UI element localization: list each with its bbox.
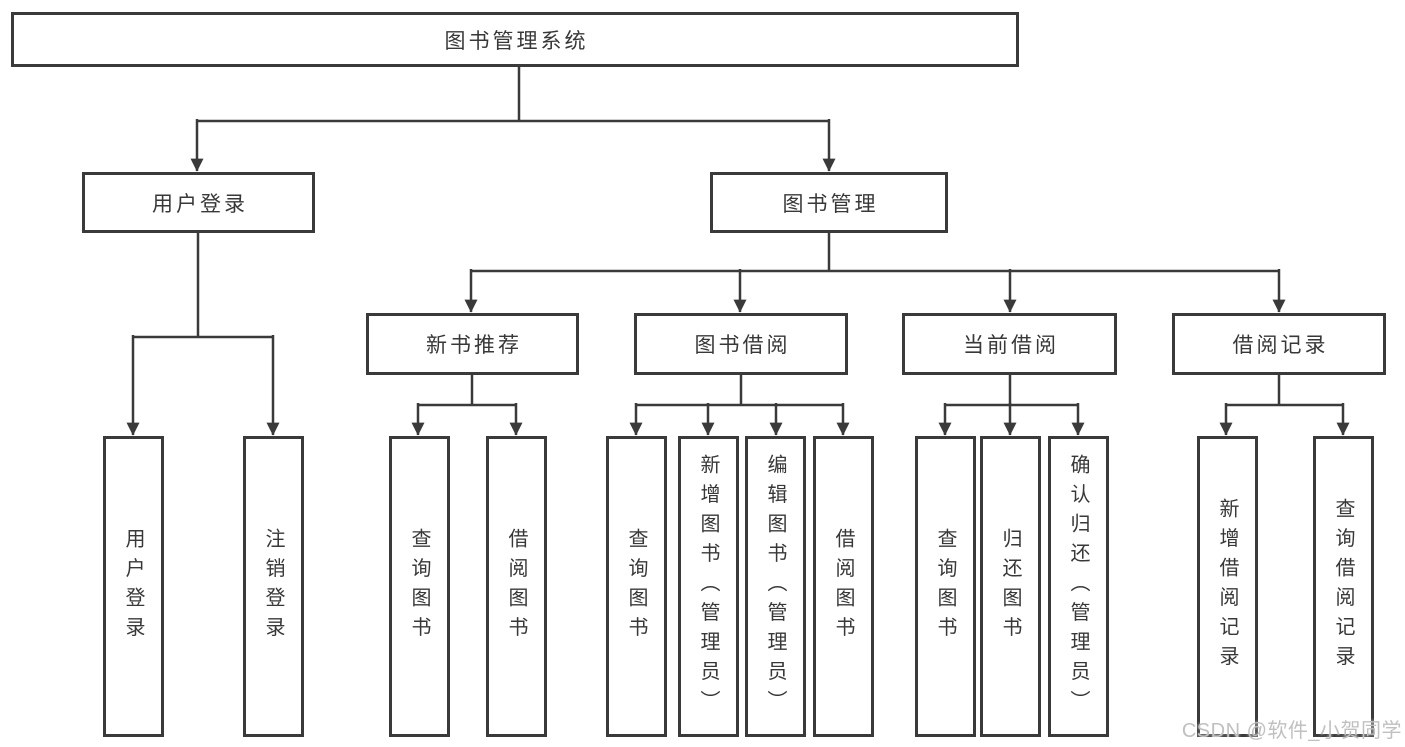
leaf-user-login: 用户登录 [103, 436, 164, 737]
node-borrow-records: 借阅记录 [1172, 313, 1386, 375]
node-label: 新书推荐 [426, 334, 522, 357]
node-label: 用户登录 [152, 192, 248, 216]
leaf-query-books-borrowing: 查询图书 [606, 436, 667, 737]
node-book-management: 图书管理 [710, 172, 948, 233]
node-label: 图书管理系统 [444, 29, 589, 53]
leaf-label: 归还图书 [999, 527, 1021, 646]
leaf-label: 查询借阅记录 [1332, 498, 1354, 675]
leaf-add-borrow-record: 新增借阅记录 [1197, 436, 1258, 737]
leaf-query-books-recommend: 查询图书 [389, 436, 450, 737]
node-label: 图书借阅 [694, 334, 791, 357]
leaf-label: 用户登录 [122, 527, 144, 646]
node-library-system: 图书管理系统 [11, 12, 1019, 67]
leaf-label: 借阅图书 [505, 527, 527, 646]
leaf-edit-book-admin: 编辑图书（管理员） [745, 436, 806, 737]
node-label: 图书管理 [782, 192, 879, 216]
leaf-label: 确认归还（管理员） [1067, 453, 1089, 720]
leaf-borrow-books: 借阅图书 [813, 436, 874, 737]
leaf-borrow-books-recommend: 借阅图书 [486, 436, 547, 737]
leaf-label: 编辑图书（管理员） [764, 453, 786, 720]
leaf-query-books-current: 查询图书 [915, 436, 976, 737]
leaf-confirm-return-admin: 确认归还（管理员） [1048, 436, 1109, 737]
csdn-watermark: CSDN @软件_小贺同学 [1181, 720, 1402, 742]
leaf-return-book: 归还图书 [980, 436, 1041, 737]
leaf-label: 注销登录 [262, 527, 284, 646]
node-new-book-recommend: 新书推荐 [366, 313, 579, 375]
leaf-query-borrow-record: 查询借阅记录 [1313, 436, 1374, 737]
node-label: 借阅记录 [1232, 334, 1329, 357]
leaf-label: 新增借阅记录 [1216, 498, 1238, 675]
leaf-label: 借阅图书 [832, 527, 854, 646]
leaf-label: 新增图书（管理员） [697, 453, 719, 720]
leaf-label: 查询图书 [625, 527, 647, 646]
node-book-borrowing: 图书借阅 [634, 313, 848, 375]
leaf-label: 查询图书 [408, 527, 430, 646]
leaf-logout: 注销登录 [243, 436, 304, 737]
node-current-borrowing: 当前借阅 [902, 313, 1117, 375]
leaf-label: 查询图书 [934, 527, 956, 646]
node-label: 当前借阅 [963, 334, 1059, 357]
node-user-login: 用户登录 [82, 172, 315, 233]
leaf-add-book-admin: 新增图书（管理员） [678, 436, 739, 737]
